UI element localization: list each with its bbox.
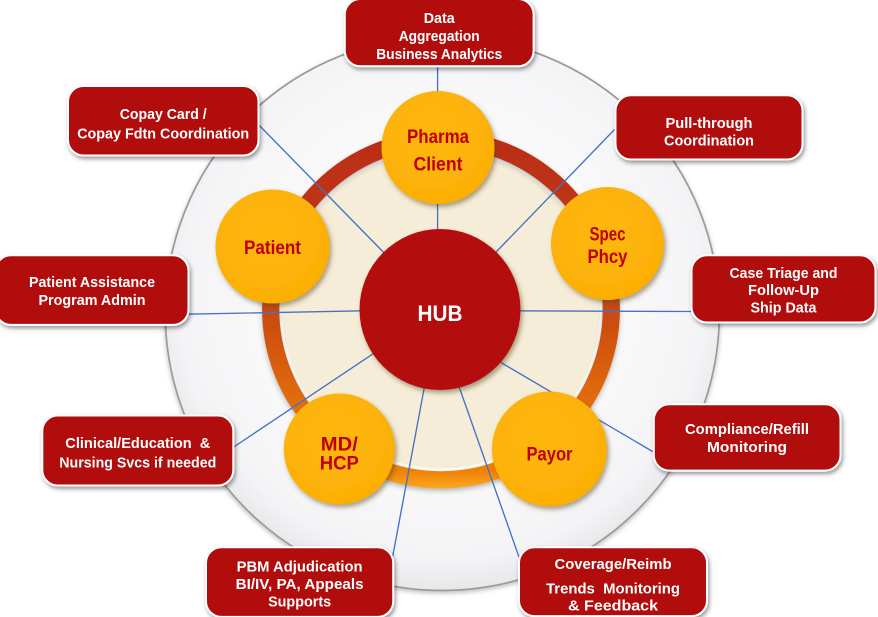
svg-text:Client: Client — [414, 154, 464, 175]
svg-text:Patient Assistance: Patient Assistance — [29, 274, 155, 291]
svg-text:Business Analytics: Business Analytics — [376, 46, 502, 63]
svg-text:Case Triage and: Case Triage and — [730, 265, 838, 282]
svg-text:Clinical/Education &: Clinical/Education & — [65, 435, 210, 452]
svg-text:Program Admin: Program Admin — [39, 292, 146, 309]
svg-text:Spec: Spec — [590, 225, 626, 246]
svg-text:Copay Card /: Copay Card / — [120, 106, 208, 123]
svg-text:HUB: HUB — [418, 301, 463, 326]
svg-text:HCP: HCP — [320, 453, 359, 474]
svg-text:PBM Adjudication: PBM Adjudication — [237, 559, 363, 576]
svg-text:Supports: Supports — [268, 594, 331, 611]
svg-text:Coverage/Reimb: Coverage/Reimb — [555, 556, 672, 573]
svg-text:Coordination: Coordination — [664, 133, 754, 150]
svg-text:Pull-through: Pull-through — [666, 115, 753, 132]
svg-text:& Feedback: & Feedback — [568, 597, 659, 614]
svg-text:BI/IV, PA, Appeals: BI/IV, PA, Appeals — [236, 576, 364, 593]
svg-text:MD/: MD/ — [321, 434, 359, 455]
svg-text:Follow-Up: Follow-Up — [748, 282, 819, 299]
svg-text:Data: Data — [424, 10, 456, 27]
svg-text:Phcy: Phcy — [588, 247, 628, 268]
svg-text:Payor: Payor — [527, 444, 574, 465]
svg-text:Patient: Patient — [244, 238, 302, 259]
svg-text:Nursing Svcs if needed: Nursing Svcs if needed — [59, 454, 216, 471]
svg-text:Aggregation: Aggregation — [399, 28, 480, 45]
svg-text:Pharma: Pharma — [407, 127, 469, 148]
svg-text:Ship Data: Ship Data — [751, 299, 818, 316]
svg-text:Monitoring: Monitoring — [707, 439, 787, 456]
svg-text:Trends Monitoring: Trends Monitoring — [546, 580, 680, 597]
svg-text:Compliance/Refill: Compliance/Refill — [685, 421, 809, 438]
svg-text:Copay Fdtn Coordination: Copay Fdtn Coordination — [77, 125, 249, 142]
